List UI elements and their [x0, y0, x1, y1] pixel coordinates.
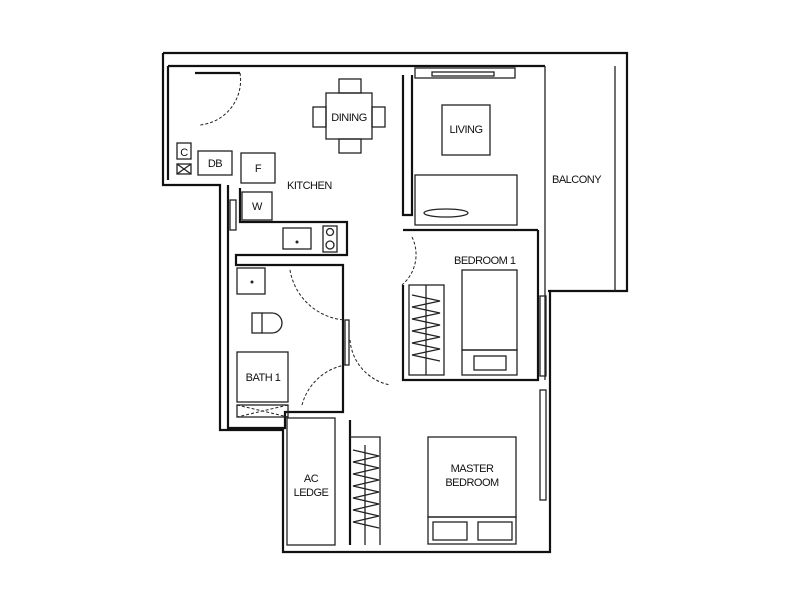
- fixture-db: DB: [208, 158, 222, 170]
- kitchen-sink: [282, 227, 312, 250]
- room-label-master-bedroom: BEDROOM: [445, 477, 499, 489]
- hob: [322, 225, 338, 253]
- cross-box-icon: [176, 163, 192, 175]
- room-label-ac: AC: [304, 473, 319, 485]
- living-furniture: LIVING: [414, 67, 518, 226]
- tv-console: [414, 67, 516, 79]
- window: [539, 295, 547, 377]
- dining-table: DINING: [312, 78, 386, 154]
- window: [229, 199, 237, 231]
- doors: [195, 71, 417, 406]
- coffee-table: [441, 104, 491, 156]
- room-label-dining: DINING: [331, 112, 367, 124]
- room-label-balcony: BALCONY: [552, 174, 602, 186]
- fixture-washer: W: [252, 201, 263, 213]
- room-label-ledge: LEDGE: [294, 487, 329, 499]
- room-label-bedroom1: BEDROOM 1: [454, 255, 516, 267]
- master-bedroom-furniture: MASTER BEDROOM: [352, 436, 517, 545]
- bath-fixtures: BATH 1: [236, 267, 289, 418]
- fixture-c: C: [180, 147, 188, 159]
- room-label-living: LIVING: [449, 124, 482, 136]
- basin: [236, 267, 266, 295]
- utilities: C DB F W: [176, 142, 338, 253]
- bedroom1-furniture: BEDROOM 1: [408, 255, 518, 376]
- sofa: [414, 174, 518, 226]
- window: [539, 389, 547, 501]
- room-label-master: MASTER: [451, 463, 494, 475]
- bed: [461, 269, 518, 351]
- room-label-kitchen: KITCHEN: [287, 180, 332, 192]
- fixture-fridge: F: [255, 163, 262, 175]
- wardrobe: [352, 449, 380, 529]
- toilet: [262, 312, 283, 334]
- walls: [161, 51, 629, 554]
- room-label-bath1: BATH 1: [246, 372, 281, 384]
